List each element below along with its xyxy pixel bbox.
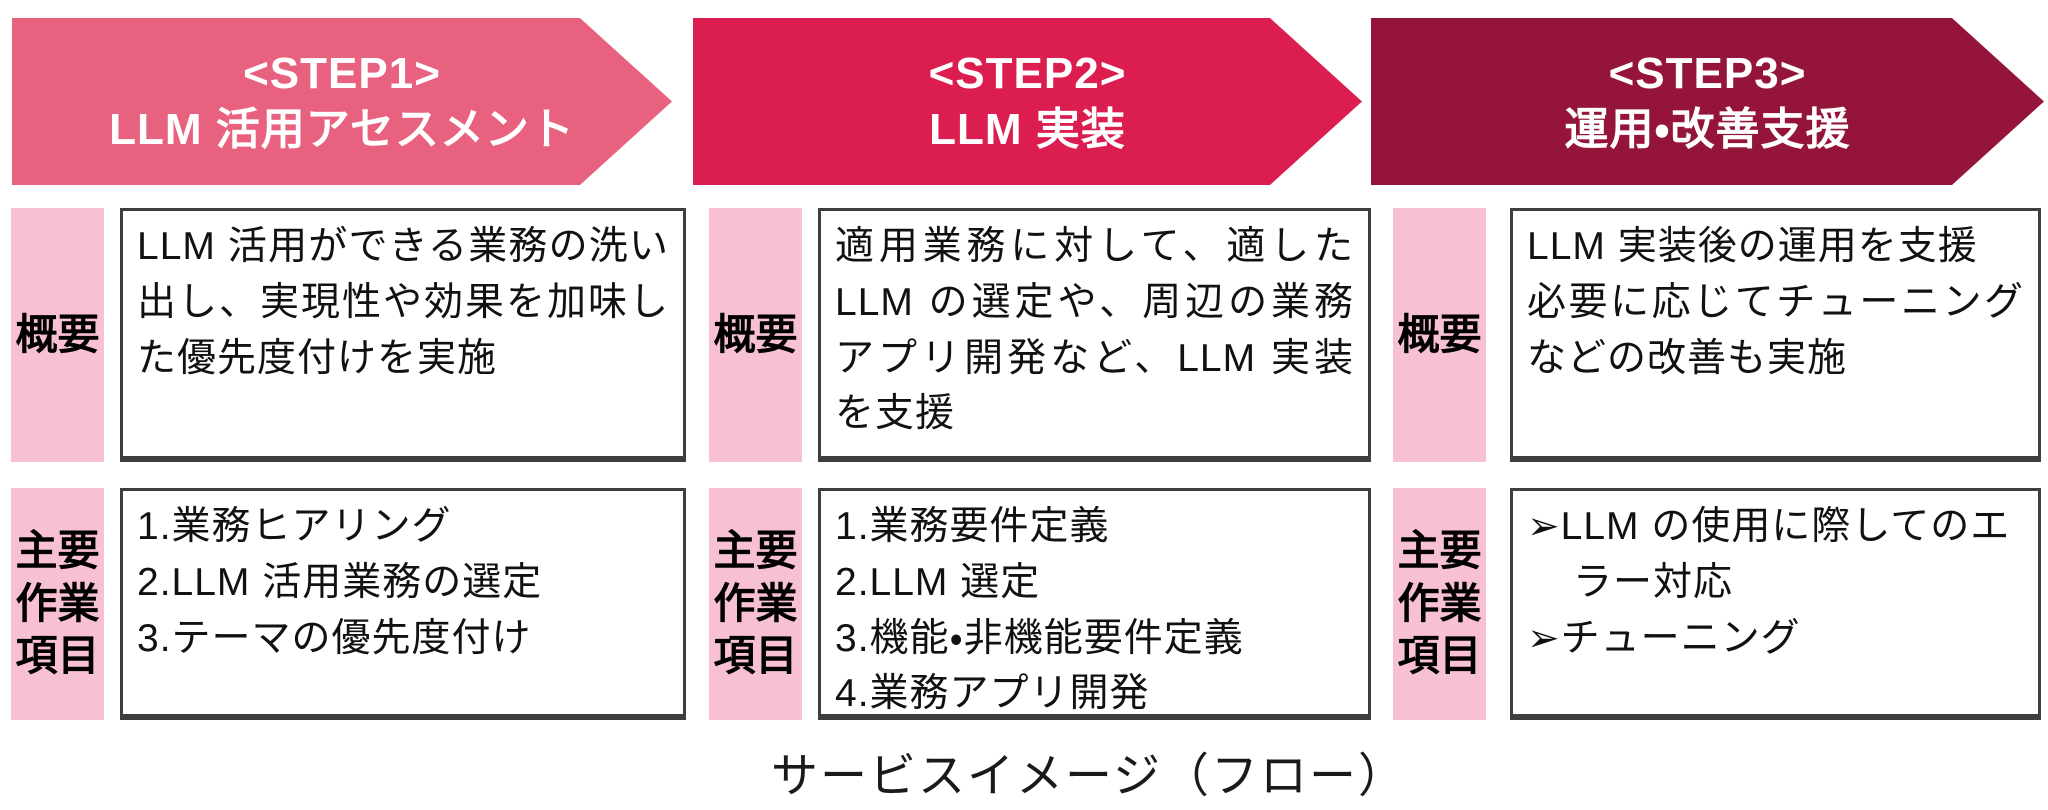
task-item: 3.テーマの優先度付け [137,616,532,660]
task-item: ➢チューニング [1527,616,1801,660]
step2-task-list: 1.業務要件定義 2.LLM 選定 3.機能・非機能要件定義 4.業務アプリ開発 [835,499,1354,722]
task-item: ➢LLM の使用に際してのエラー対応 [1527,505,2011,604]
step1-task-list: 1.業務ヒアリング 2.LLM 活用業務の選定 3.テーマの優先度付け [137,499,669,666]
task-item: 3.機能・非機能要件定義 [835,616,1244,660]
step1-arrow: <STEP1> LLM 活用アセスメント [12,18,672,185]
step3-header-line1: <STEP3> [1608,48,1807,98]
step2-header-line1: <STEP2> [928,48,1127,98]
step1-header-line1: <STEP1> [243,48,441,98]
step2-overview-text: 適用業務に対して、適したLLM の選定や、周辺の業務アプリ開発など、LLM 実装… [835,225,1354,436]
step1-tasks-box: 1.業務ヒアリング 2.LLM 活用業務の選定 3.テーマの優先度付け [120,488,686,720]
task-item: 2.LLM 選定 [835,560,1041,604]
step2-tasks-label: 主要 作業 項目 [709,488,802,720]
step1-overview-box: LLM 活用ができる業務の洗い出し、実現性や効果を加味した優先度付けを実施 [120,208,686,462]
step2-arrow: <STEP2> LLM 実装 [693,18,1362,185]
diagram-caption: サービスイメージ（フロー） [770,751,1408,803]
step3-overview-box: LLM 実装後の運用を支援 必要に応じてチューニングなどの改善も実施 [1510,208,2041,462]
step2-tasks-box: 1.業務要件定義 2.LLM 選定 3.機能・非機能要件定義 4.業務アプリ開発 [818,488,1371,720]
step3-header-line2: 運用・改善支援 [1564,104,1851,154]
step1-overview-label: 概要 [11,208,104,462]
step3-overview-label: 概要 [1393,208,1486,462]
step3-tasks-label: 主要 作業 項目 [1393,488,1486,720]
task-item: 2.LLM 活用業務の選定 [137,560,543,604]
task-item: 1.業務要件定義 [835,505,1110,548]
step3-task-list: ➢LLM の使用に際してのエラー対応 ➢チューニング [1527,499,2024,666]
step1-tasks-label: 主要 作業 項目 [11,488,104,720]
step1-overview-text: LLM 活用ができる業務の洗い出し、実現性や効果を加味した優先度付けを実施 [137,225,669,380]
step3-overview-line1: LLM 実装後の運用を支援 [1527,225,1978,268]
step2-overview-box: 適用業務に対して、適したLLM の選定や、周辺の業務アプリ開発など、LLM 実装… [818,208,1371,462]
step2-header-line2: LLM 実装 [929,104,1126,154]
step2-overview-label: 概要 [709,208,802,462]
step3-tasks-box: ➢LLM の使用に際してのエラー対応 ➢チューニング [1510,488,2041,720]
step3-arrow: <STEP3> 運用・改善支援 [1371,18,2044,185]
step1-header-line2: LLM 活用アセスメント [109,104,575,154]
task-item: 1.業務ヒアリング [137,505,452,548]
step3-overview-line2: 必要に応じてチューニングなどの改善も実施 [1527,280,2024,380]
task-item: 4.業務アプリ開発 [835,672,1150,716]
